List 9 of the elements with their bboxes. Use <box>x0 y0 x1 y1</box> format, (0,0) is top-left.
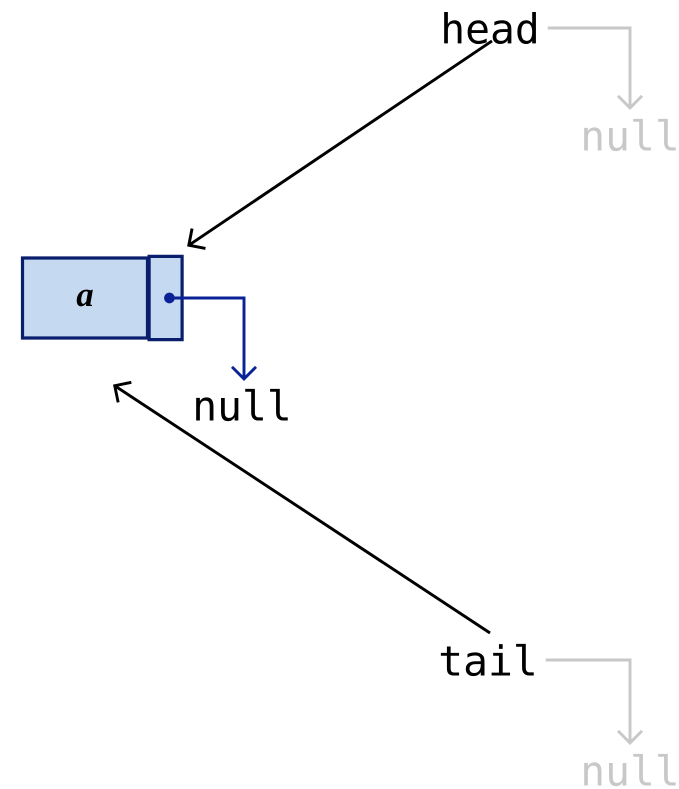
null-label: null <box>196 388 288 422</box>
pointer-name: head <box>444 12 536 44</box>
arrow <box>546 658 644 745</box>
arrow <box>187 40 493 250</box>
list-node-box: a <box>20 254 184 342</box>
pointer-name: tail <box>440 644 534 676</box>
arrow <box>548 26 644 110</box>
arrow <box>113 380 491 634</box>
arrow <box>164 292 258 381</box>
